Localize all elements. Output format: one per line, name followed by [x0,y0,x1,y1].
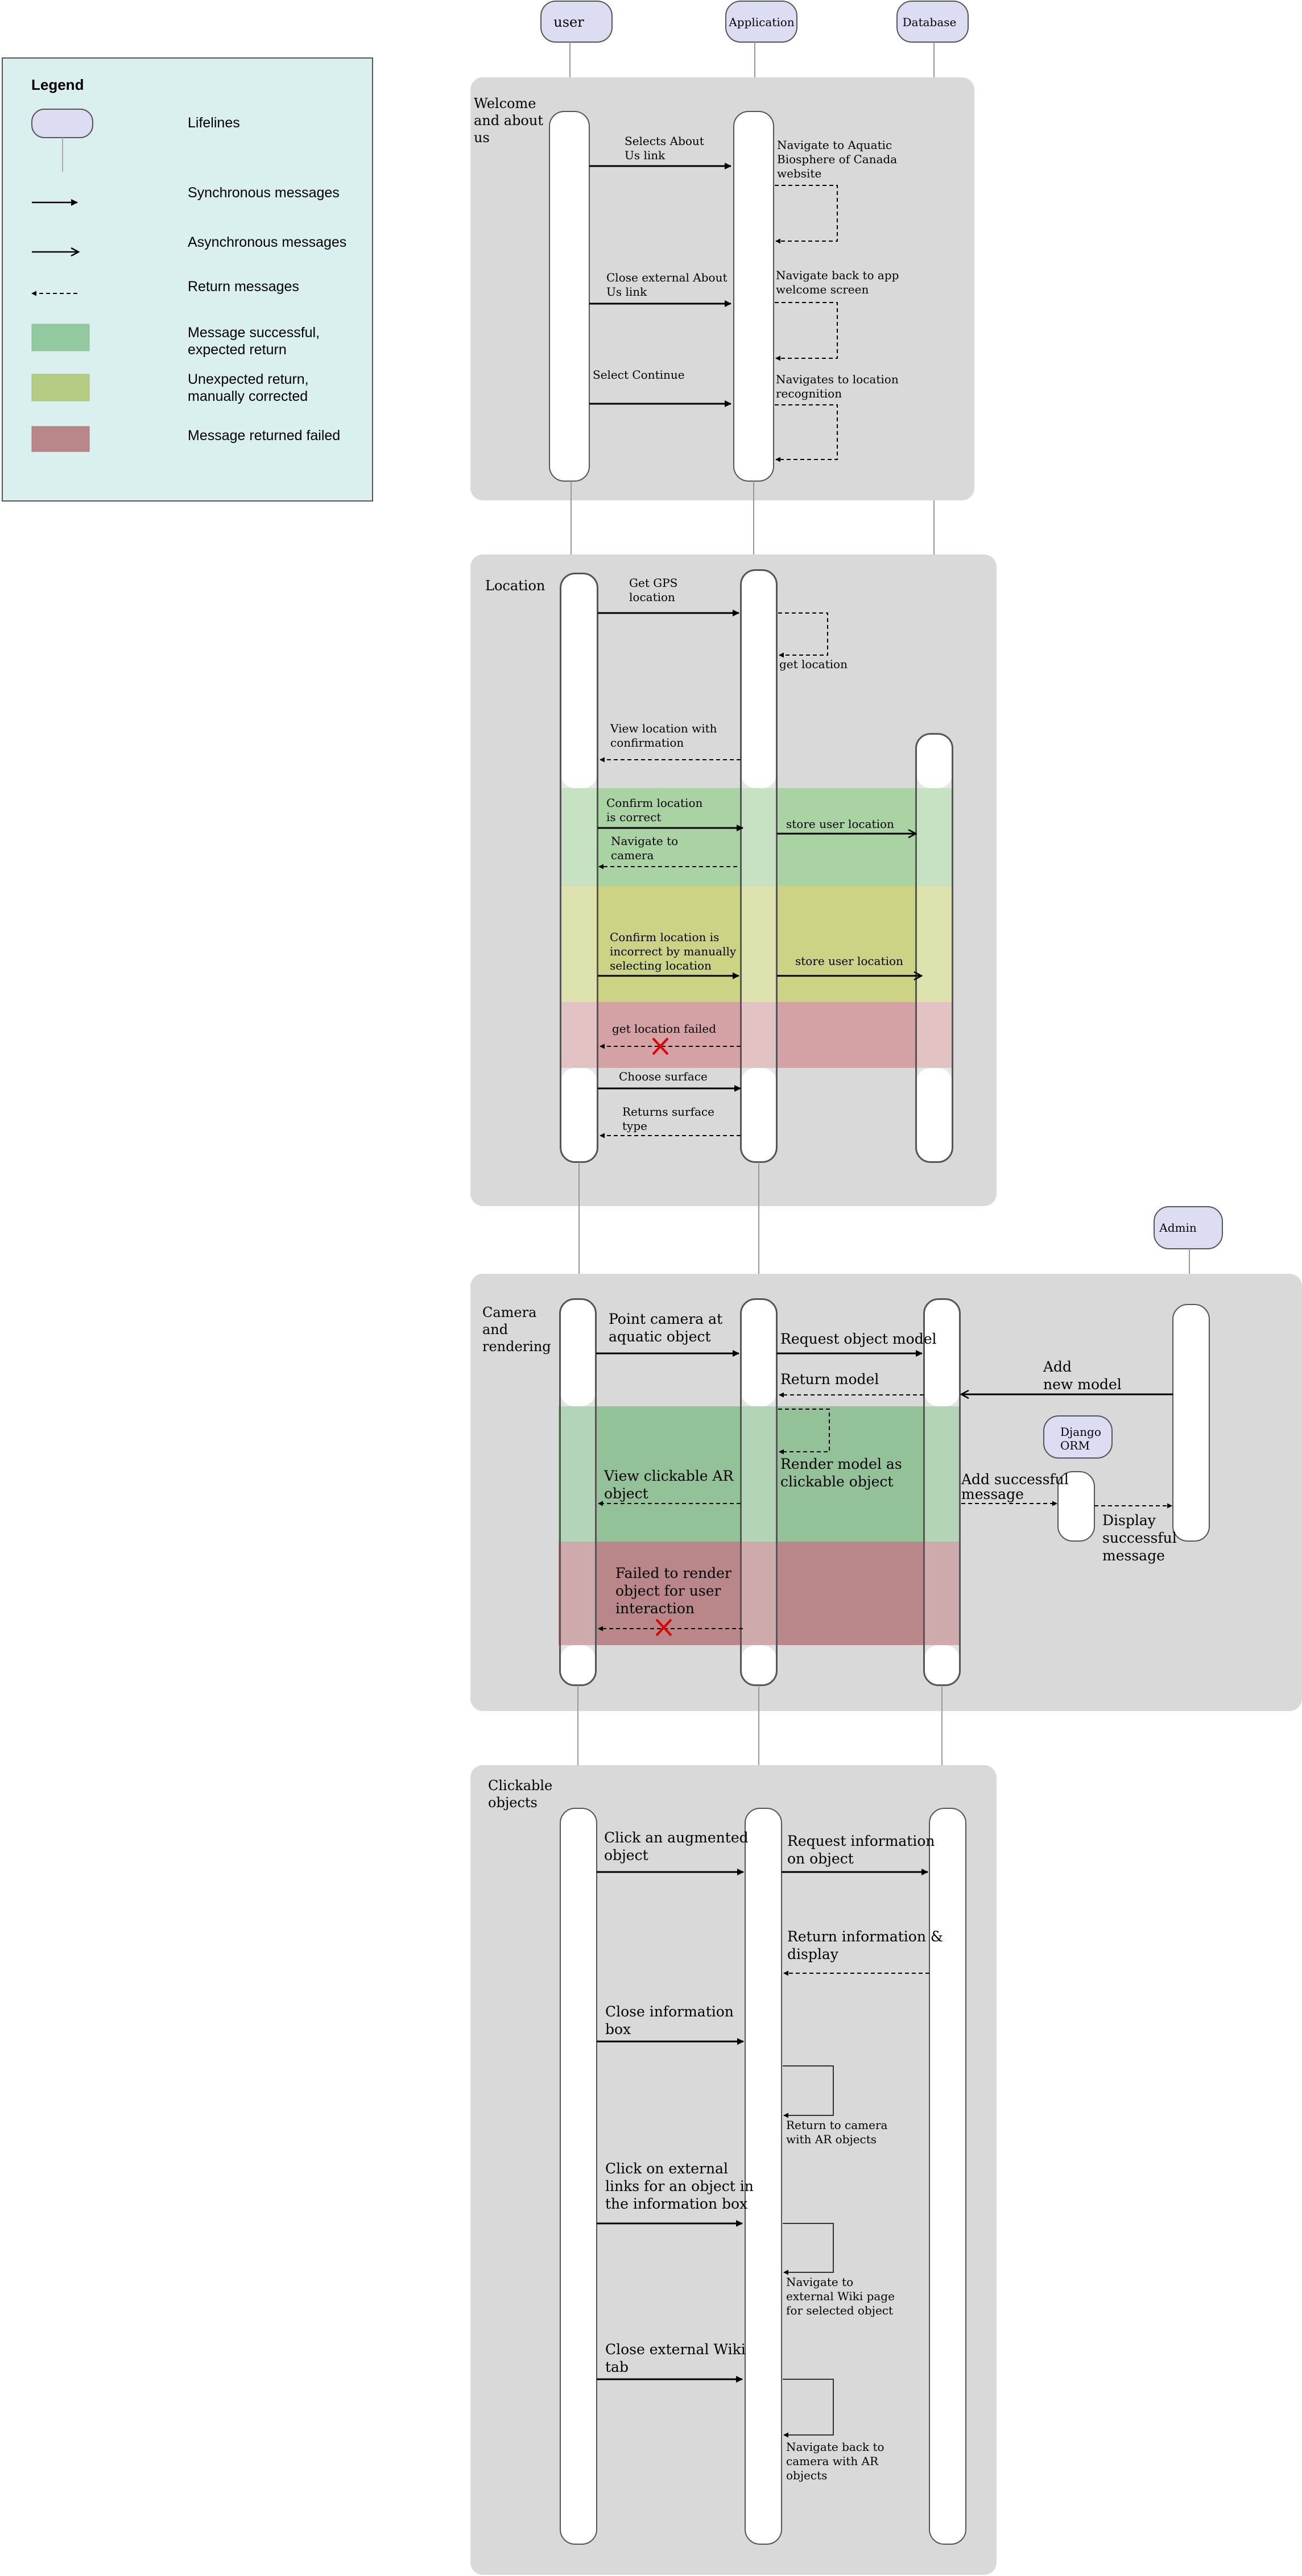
welcome-frame [470,77,974,500]
legend: Legend Lifelines Synchronous messages As… [2,57,373,502]
welcome-msg-5: Select Continue [593,368,685,382]
legend-async-label: Asynchronous messages [188,234,346,250]
legend-green-swatch [31,324,90,351]
location-msg-10: Choose surface [619,1070,708,1083]
welcome-app-activation [733,111,774,482]
actor-application [725,1,797,43]
legend-green-label: Message successful,expected return [188,325,320,358]
actor-admin-label: Admin [1159,1221,1197,1235]
camera-app-activation [741,1299,777,1685]
legend-lifelines-label: Lifelines [188,115,240,131]
legend-olive-label: Unexpected return,manually corrected [188,371,309,404]
legend-return-label: Return messages [188,279,299,295]
legend-lifeline-icon [31,109,93,138]
location-olive-band [560,886,953,1002]
camera-green-band [559,1406,961,1542]
actor-application-label: Application [728,15,794,29]
welcome-self-arrow-2 [775,302,838,361]
legend-red-swatch [31,426,90,452]
legend-red-label: Message returned failed [188,428,340,444]
location-self-arrow-1 [778,612,828,658]
location-msg-2: get location [779,657,848,671]
location-msg-8: store user location [795,954,903,968]
welcome-self-arrow-1 [775,185,838,244]
legend-olive-swatch [31,374,90,401]
camera-user-activation [560,1299,596,1685]
location-msg-9: get location failed [612,1022,716,1036]
actor-admin [1154,1206,1223,1249]
clickable-self-arrow-1 [783,2065,834,2118]
legend-sync-label: Synchronous messages [188,185,340,201]
actor-django-orm [1043,1415,1113,1459]
clickable-db-activation [929,1808,966,2545]
clickable-frame [470,1765,997,2575]
camera-db-activation [924,1299,960,1685]
location-title: Location [485,578,545,594]
camera-self-arrow-render [778,1409,830,1455]
camera-msg-3: Return model [780,1371,879,1388]
actor-user [540,1,613,43]
camera-fail-x-icon [655,1618,672,1637]
location-fail-x-icon [652,1037,669,1055]
camera-red-band [559,1542,961,1645]
location-msg-5: store user location [786,817,894,831]
clickable-self-arrow-2 [783,2223,834,2275]
welcome-self-arrow-3 [775,404,838,462]
camera-admin-activation [1172,1304,1210,1542]
location-green-band [560,788,953,886]
welcome-user-activation [549,111,590,482]
actor-database [896,1,969,43]
clickable-app-activation [745,1808,782,2545]
clickable-user-activation [560,1808,597,2545]
camera-msg-2: Request object model [780,1331,937,1347]
actor-database-label: Database [903,15,957,29]
location-red-band [560,1002,953,1068]
legend-title: Legend [31,76,84,93]
clickable-msg-3: Return information &display [787,1928,943,1962]
actor-user-label: user [553,14,584,30]
clickable-self-arrow-3 [783,2379,834,2438]
